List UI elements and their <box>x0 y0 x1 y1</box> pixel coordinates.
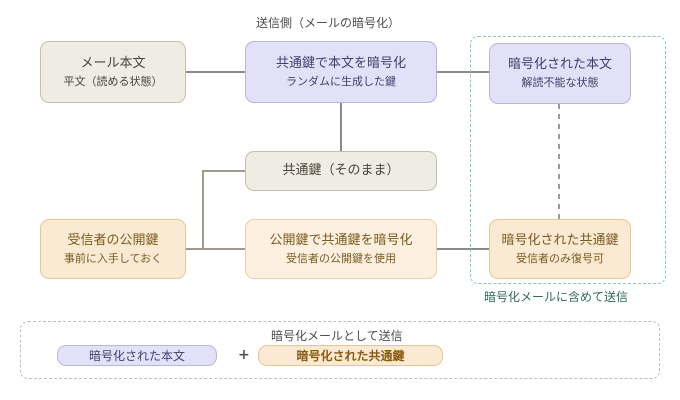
bundle-panel <box>20 321 660 379</box>
bundle-chip-encrypted-common-key[interactable]: 暗号化された共通鍵 <box>258 345 443 366</box>
node-common-key-plain-title: 共通鍵（そのまま） <box>282 162 400 178</box>
bundle-caption-send-as-encrypted-mail: 暗号化メールとして送信 <box>271 329 403 343</box>
group-caption-include-in-mail: 暗号化メールに含めて送信 <box>484 290 629 304</box>
node-encrypted-body[interactable]: 暗号化された本文 解読不能な状態 <box>489 43 631 104</box>
node-encrypt-common-key-with-public-key[interactable]: 公開鍵で共通鍵を暗号化 受信者の公開鍵を使用 <box>245 219 437 279</box>
node-mail-body-subtitle: 平文（読める状態） <box>63 74 163 88</box>
section-header-sender: 送信側（メールの暗号化） <box>256 16 401 30</box>
node-mail-body[interactable]: メール本文 平文（読める状態） <box>40 41 186 103</box>
node-encrypt-common-key-title: 公開鍵で共通鍵を暗号化 <box>269 232 413 248</box>
node-encrypted-common-key-title: 暗号化された共通鍵 <box>501 232 619 248</box>
node-encrypted-body-title: 暗号化された本文 <box>507 57 612 72</box>
bundle-plus-operator: + <box>238 347 250 363</box>
node-mail-body-title: メール本文 <box>80 55 146 71</box>
node-recipient-public-key-subtitle: 事前に入手しておく <box>63 251 163 265</box>
node-encrypted-common-key[interactable]: 暗号化された共通鍵 受信者のみ復号可 <box>489 219 631 279</box>
connector-commonkey-to-encryptcommonkey <box>202 170 245 250</box>
node-common-key-plain[interactable]: 共通鍵（そのまま） <box>245 151 437 191</box>
node-recipient-public-key-title: 受信者の公開鍵 <box>67 232 159 248</box>
node-encrypt-body-title: 共通鍵で本文を暗号化 <box>275 55 406 71</box>
group-encrypted-mail-contents <box>470 36 666 284</box>
node-recipient-public-key[interactable]: 受信者の公開鍵 事前に入手しておく <box>40 219 186 279</box>
node-encrypt-common-key-subtitle: 受信者の公開鍵を使用 <box>286 251 396 265</box>
node-encrypt-body-with-common-key[interactable]: 共通鍵で本文を暗号化 ランダムに生成した鍵 <box>245 41 437 103</box>
node-encrypted-common-key-subtitle: 受信者のみ復号可 <box>516 251 604 265</box>
bundle-chip-encrypted-body[interactable]: 暗号化された本文 <box>57 345 217 366</box>
node-encrypted-body-subtitle: 解読不能な状態 <box>521 76 599 90</box>
node-encrypt-body-subtitle: ランダムに生成した鍵 <box>286 74 396 88</box>
